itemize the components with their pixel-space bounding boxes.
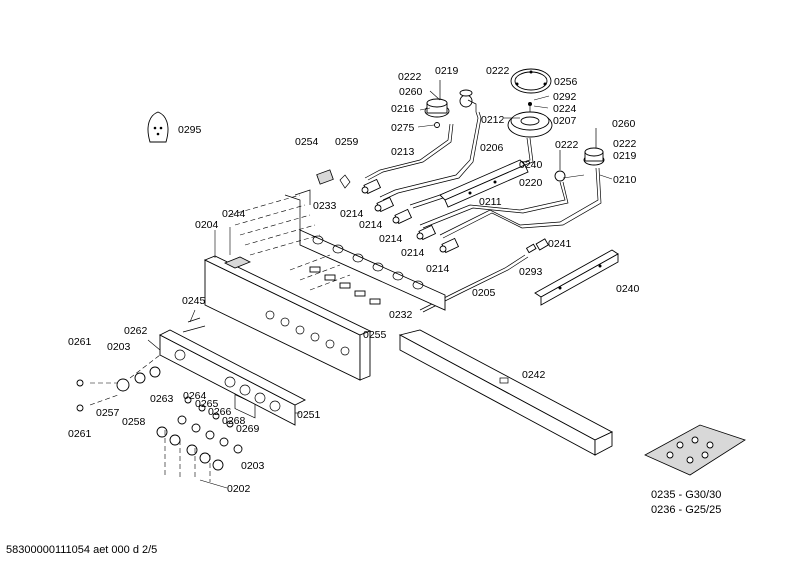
label-0265: 0265 [195, 398, 219, 410]
label-0240: 0240 [616, 283, 640, 295]
label-0240: 0240 [519, 159, 543, 171]
gas-pipes [364, 111, 602, 313]
label-0295: 0295 [178, 124, 202, 136]
label-0244: 0244 [222, 208, 246, 220]
assembly-dashed-lines [89, 194, 351, 482]
switch-0254 [316, 169, 351, 189]
label-0275: 0275 [391, 122, 415, 134]
burner-assembly-left [424, 80, 477, 128]
burner-cap-0207 [507, 102, 553, 138]
label-0261: 0261 [68, 336, 92, 348]
label-0212: 0212 [481, 114, 505, 126]
label-0213: 0213 [391, 146, 415, 158]
gas-type-legend: 0235 - G30/30 0236 - G25/25 [651, 489, 721, 516]
legend-line-0236: 0236 - G25/25 [651, 504, 721, 516]
clips-0255 [309, 266, 381, 305]
label-0251: 0251 [297, 409, 321, 421]
label-0207: 0207 [553, 115, 577, 127]
label-0241: 0241 [548, 238, 572, 250]
label-0222: 0222 [555, 139, 579, 151]
bracket-0240-top [439, 159, 529, 208]
label-0259: 0259 [335, 136, 359, 148]
label-0258: 0258 [122, 416, 146, 428]
label-0214: 0214 [379, 233, 403, 245]
leader-lines [147, 90, 613, 489]
label-0203: 0203 [107, 341, 131, 353]
label-0256: 0256 [554, 76, 578, 88]
manifold-0233 [284, 189, 446, 311]
label-0224: 0224 [553, 103, 577, 115]
label-0232: 0232 [389, 309, 413, 321]
burner-ring-0256 [510, 68, 552, 94]
label-0262: 0262 [124, 325, 148, 337]
nozzle-bag-0295 [147, 111, 169, 143]
label-0269: 0269 [236, 423, 260, 435]
label-0204: 0204 [195, 219, 219, 231]
label-0245: 0245 [182, 295, 206, 307]
label-0211: 0211 [479, 196, 502, 208]
label-0219: 0219 [435, 65, 459, 77]
nozzle-bag-0235-0236 [644, 424, 746, 476]
label-0220: 0220 [519, 177, 543, 189]
label-0261: 0261 [68, 428, 92, 440]
label-0260: 0260 [399, 86, 423, 98]
label-0222: 0222 [398, 71, 422, 83]
label-0210: 0210 [613, 174, 637, 186]
part-labels: 0222 0219 0222 0256 0260 0292 0216 0224 … [68, 65, 640, 495]
legend-line-0235: 0235 - G30/30 [651, 489, 721, 501]
label-0202: 0202 [227, 483, 251, 495]
label-0254: 0254 [295, 136, 319, 148]
document-footer: 58300000111054 aet 000 d 2/5 [6, 544, 157, 556]
label-0214: 0214 [401, 247, 425, 259]
burner-assembly-right [554, 128, 605, 182]
label-0216: 0216 [391, 103, 415, 115]
control-panel-0204 [203, 255, 372, 419]
label-0242: 0242 [522, 369, 546, 381]
label-0292: 0292 [553, 91, 577, 103]
label-0214: 0214 [359, 219, 383, 231]
bracket-0240-lower [534, 249, 619, 306]
label-0260: 0260 [612, 118, 636, 130]
label-0203: 0203 [241, 460, 265, 472]
label-0214: 0214 [340, 208, 364, 220]
label-0206: 0206 [480, 142, 504, 154]
label-0266: 0266 [208, 406, 232, 418]
gas-valves [361, 178, 460, 254]
label-0222: 0222 [613, 138, 637, 150]
label-0233: 0233 [313, 200, 337, 212]
label-0219: 0219 [613, 150, 637, 162]
label-0255: 0255 [363, 329, 387, 341]
label-0263: 0263 [150, 393, 174, 405]
rail-0242 [398, 329, 614, 456]
label-0257: 0257 [96, 407, 120, 419]
knobs-and-springs [76, 317, 243, 471]
label-0268: 0268 [222, 415, 246, 427]
label-0214: 0214 [426, 263, 450, 275]
label-0205: 0205 [472, 287, 496, 299]
label-0264: 0264 [183, 390, 207, 402]
front-fascia-0251 [159, 329, 306, 426]
label-0222: 0222 [486, 65, 510, 77]
label-0293: 0293 [519, 266, 543, 278]
